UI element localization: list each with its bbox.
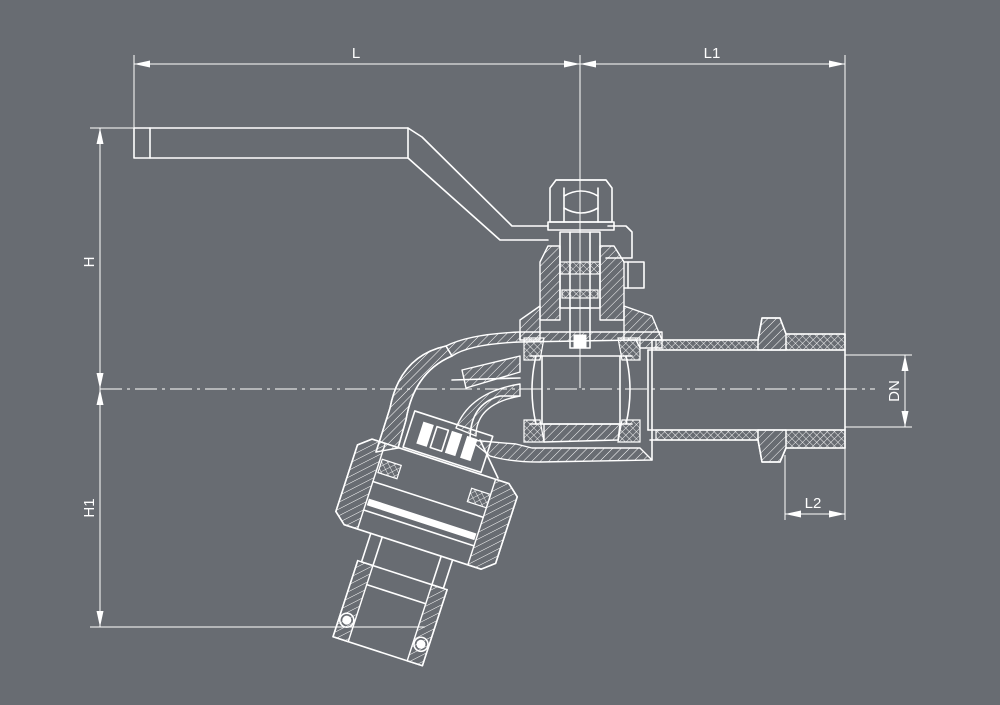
valve-body — [445, 331, 663, 463]
label-dn: DN — [886, 380, 903, 402]
dimension-labels: L L1 L2 H H1 DN — [81, 45, 903, 518]
label-l1: L1 — [704, 45, 721, 62]
label-h1: H1 — [81, 498, 98, 517]
dimension-lines — [90, 55, 912, 628]
label-l2: L2 — [805, 495, 822, 512]
lever-handle — [133, 127, 633, 259]
hose-connector — [332, 410, 519, 667]
threaded-inlet — [647, 317, 846, 463]
stem-nut-assembly — [519, 179, 663, 349]
label-l: L — [352, 45, 360, 62]
label-h: H — [81, 257, 98, 268]
